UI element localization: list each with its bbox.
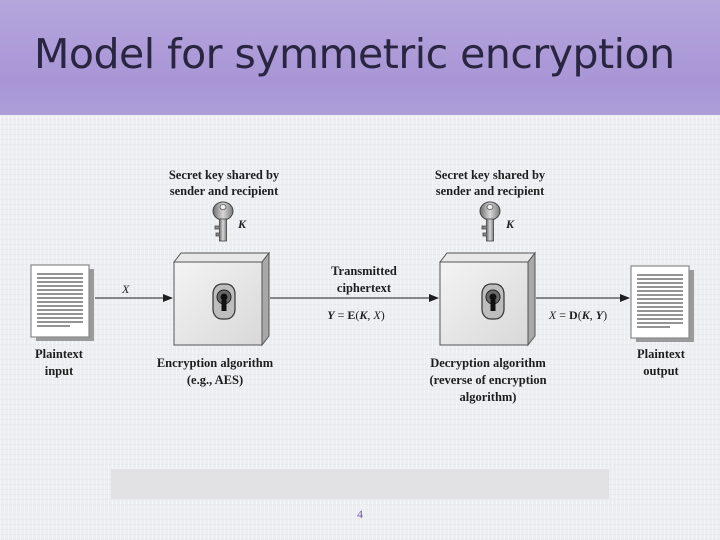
encryption-algorithm-box xyxy=(172,251,271,347)
plaintext-input-document-icon xyxy=(30,264,94,341)
encryption-label-line2: (e.g., AES) xyxy=(187,373,243,387)
plaintext-input-label-line2: input xyxy=(45,364,74,378)
decryption-algorithm-box xyxy=(438,251,537,347)
input-var: X xyxy=(121,282,130,296)
key-label-right-line1: Secret key shared by xyxy=(435,168,546,182)
page-number: 4 xyxy=(357,507,363,521)
footer-bar xyxy=(111,469,609,499)
plaintext-output-label-line1: Plaintext xyxy=(637,347,686,361)
plaintext-output-document-icon xyxy=(630,265,694,342)
key-label-left-line2: sender and recipient xyxy=(170,184,279,198)
decryption-label-line3: algorithm) xyxy=(460,390,517,404)
decryption-label-line1: Decryption algorithm xyxy=(430,356,546,370)
cipher-equation: Y = E(K, X) xyxy=(327,308,385,322)
transmitted-label-line1: Transmitted xyxy=(331,264,397,278)
title-band: Model for symmetric encryption xyxy=(0,0,720,115)
slide-title: Model for symmetric encryption xyxy=(34,30,675,78)
plaintext-output-label-line2: output xyxy=(643,364,679,378)
key-label-left-line1: Secret key shared by xyxy=(169,168,280,182)
keyhole-lock-icon xyxy=(481,283,505,320)
plaintext-input-label-line1: Plaintext xyxy=(35,347,84,361)
secret-key-icon-left xyxy=(212,201,234,242)
keyhole-lock-icon xyxy=(212,283,236,320)
transmitted-label-line2: ciphertext xyxy=(337,281,392,295)
key-var-right: K xyxy=(505,217,515,231)
key-label-right-line2: sender and recipient xyxy=(436,184,545,198)
output-equation: X = D(K, Y) xyxy=(548,308,607,322)
key-var-left: K xyxy=(237,217,247,231)
decryption-label-line2: (reverse of encryption xyxy=(429,373,546,387)
encryption-label-line1: Encryption algorithm xyxy=(157,356,274,370)
secret-key-icon-right xyxy=(479,201,501,242)
